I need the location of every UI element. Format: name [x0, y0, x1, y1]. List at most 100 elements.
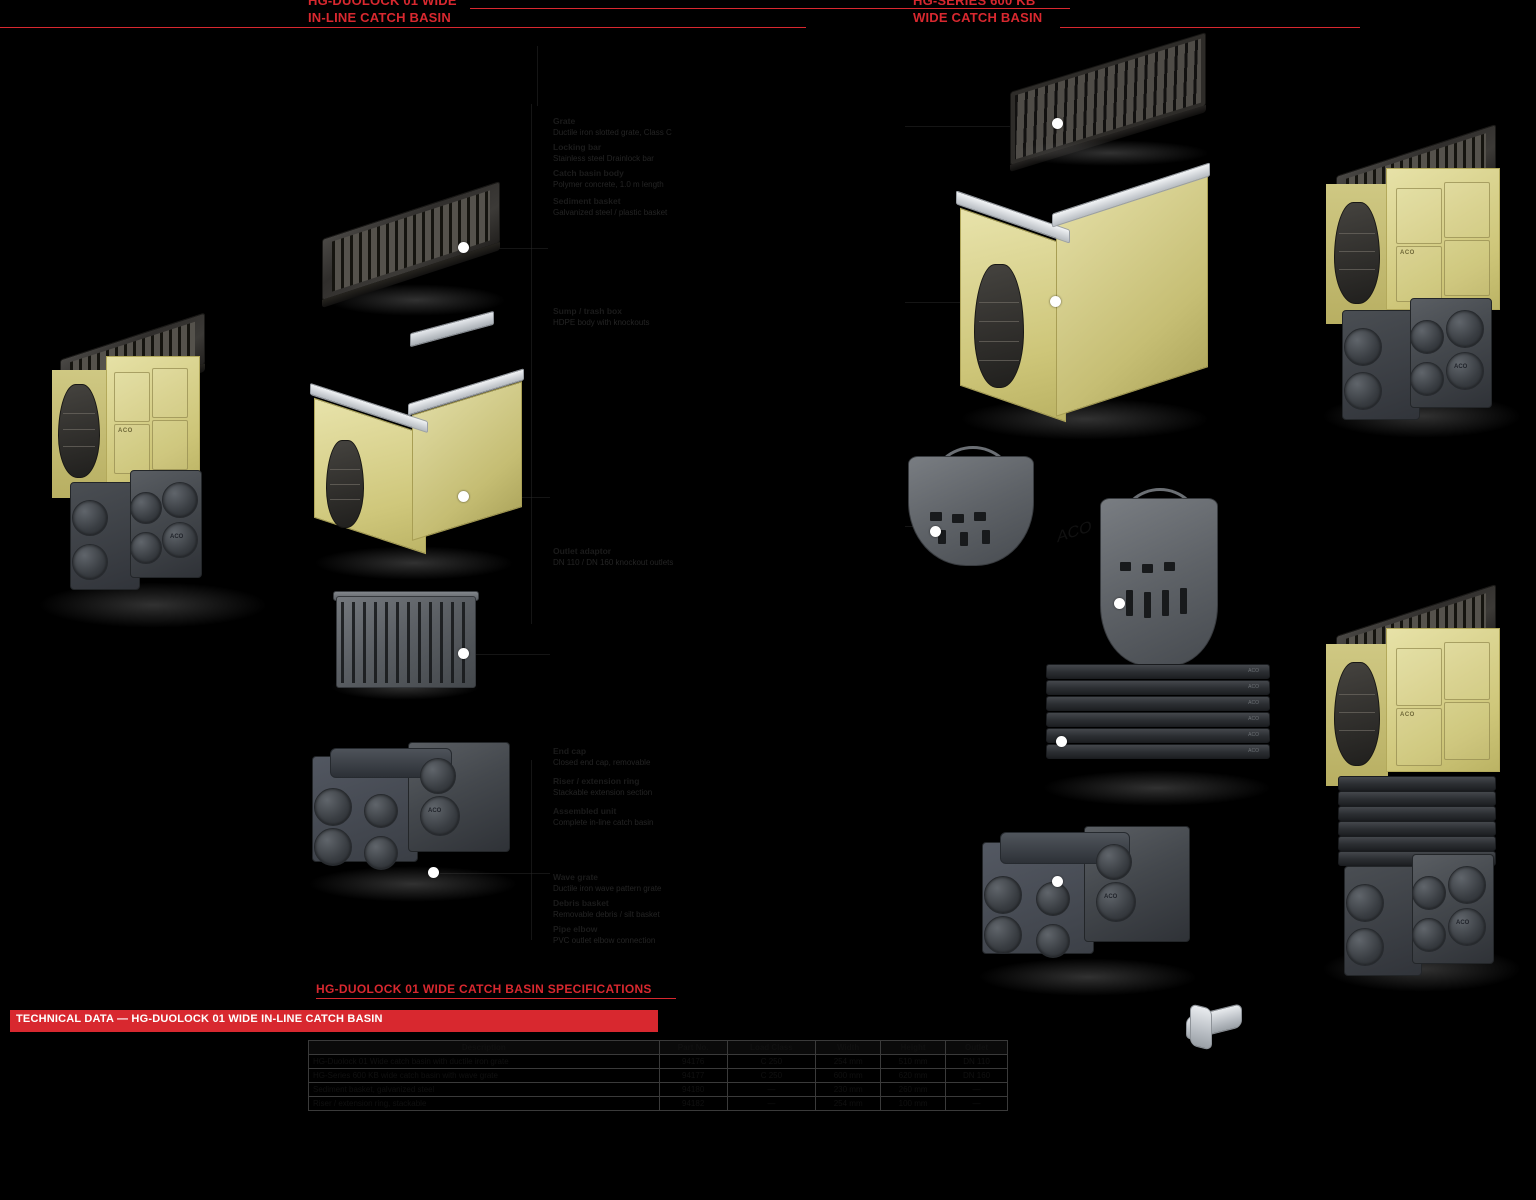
spec-table-title: HG-DUOLOCK 01 WIDE CATCH BASIN SPECIFICA…	[316, 982, 652, 996]
cell-height: 620 mm	[880, 1068, 947, 1083]
table-row: Riser / extension ring, stackable 94182 …	[308, 1096, 1008, 1111]
end-cap	[974, 264, 1024, 388]
header-right-line2: WIDE CATCH BASIN	[913, 10, 1043, 25]
channel-left-dot	[458, 491, 469, 502]
callout-6: Outlet adaptor DN 110 / DN 160 knockout …	[553, 546, 673, 568]
cell-load-class: —	[726, 1096, 817, 1111]
callout-4-title: Sediment basket	[553, 196, 621, 206]
end-cap	[58, 384, 100, 478]
callout-3-title: Catch basin body	[553, 168, 624, 178]
cell-height: 100 mm	[880, 1096, 947, 1111]
leader-wave-grate	[905, 126, 1055, 127]
cell-part-no: 94176	[658, 1054, 728, 1069]
callout-8-title: Riser / extension ring	[553, 776, 640, 786]
header-left-rule-2	[0, 27, 806, 28]
callout-2: Locking bar Stainless steel Drainlock ba…	[553, 142, 654, 164]
callout-2-sub: Stainless steel Drainlock bar	[553, 154, 654, 163]
exploded-grate-left	[316, 181, 516, 350]
callout-10-sub: Ductile iron wave pattern grate	[553, 884, 662, 893]
assembled-unit-wide-upper: ACO ACO	[1322, 124, 1532, 440]
callout-12: Pipe elbow PVC outlet elbow connection	[553, 924, 655, 946]
callout-8-sub: Stackable extension section	[553, 788, 653, 797]
col-outlet: Outlet	[945, 1040, 1008, 1055]
cell-description: Sediment basket, galvanized steel	[308, 1082, 660, 1097]
cell-outlet: —	[945, 1096, 1008, 1111]
callout-bracket-main	[531, 104, 532, 624]
cell-load-class: C 250	[726, 1068, 817, 1083]
spec-table-title-rule	[316, 998, 676, 999]
header-left-line1: HG-DUOLOCK 01 WIDE	[308, 0, 457, 8]
cell-load-class: —	[726, 1082, 817, 1097]
header-right: HG-SERIES 600 KB WIDE CATCH BASIN	[913, 0, 1042, 25]
channel-right-dot	[1050, 296, 1061, 307]
basket-right-lower-dot	[1114, 598, 1125, 609]
callout-4-sub: Galvanized steel / plastic basket	[553, 208, 668, 217]
riser-stack-dot	[1056, 736, 1067, 747]
header-left-rule-1	[470, 8, 1070, 9]
col-height: Height	[880, 1040, 947, 1055]
leader-basket-left	[468, 654, 550, 655]
end-cap	[326, 440, 364, 528]
exploded-channel-left: ACO	[308, 368, 528, 617]
table-row: HG-Duolock 01 Wide catch basin with duct…	[308, 1054, 1008, 1069]
cell-outlet: DN 110	[945, 1054, 1008, 1069]
callout-bracket-lower	[531, 760, 532, 940]
callout-1-sub: Ductile iron slotted grate, Class C	[553, 128, 672, 137]
header-left: HG-DUOLOCK 01 WIDE IN-LINE CATCH BASIN	[308, 0, 457, 25]
table-row: Sediment basket, galvanized steel 94180 …	[308, 1082, 1008, 1097]
callout-3: Catch basin body Polymer concrete, 1.0 m…	[553, 168, 664, 190]
callout-12-sub: PVC outlet elbow connection	[553, 936, 656, 945]
callout-6-title: Outlet adaptor	[553, 546, 612, 556]
callout-5: Sump / trash box HDPE body with knockout…	[553, 306, 650, 328]
header-left-line2: IN-LINE CATCH BASIN	[308, 10, 451, 25]
cell-height: 260 mm	[880, 1082, 947, 1097]
callout-11-title: Debris basket	[553, 898, 609, 908]
grate-left-dot	[458, 242, 469, 253]
assembled-unit-wide-lower: ACO ACO	[1322, 584, 1532, 992]
exploded-sump-right: ACO	[978, 826, 1198, 996]
spec-table-header-row: Description Part No. Load Class Width He…	[308, 1040, 1008, 1055]
basket-right-upper-dot	[930, 526, 941, 537]
grate-icon	[322, 181, 500, 308]
sump-right-dot	[1052, 876, 1063, 887]
callout-10-title: Wave grate	[553, 872, 599, 882]
callout-4: Sediment basket Galvanized steel / plast…	[553, 196, 667, 218]
cell-part-no: 94180	[658, 1082, 728, 1097]
cell-description: HG-Series 600 KB wide catch basin with w…	[308, 1068, 660, 1083]
callout-1: Grate Ductile iron slotted grate, Class …	[553, 116, 672, 138]
sump-left-dot	[428, 867, 439, 878]
cell-part-no: 94177	[658, 1068, 728, 1083]
cell-width: 230 mm	[815, 1082, 882, 1097]
assembled-unit-inline: ACO ACO	[38, 312, 298, 630]
cell-outlet: —	[945, 1082, 1008, 1097]
callout-9-title: Assembled unit	[553, 806, 617, 816]
callout-7-title: End cap	[553, 746, 587, 756]
sump-body: ACO	[70, 470, 202, 600]
callout-9: Assembled unit Complete in-line catch ba…	[553, 806, 654, 828]
riser-stack: ACO ACO ACO ACO ACO ACO	[1042, 664, 1272, 806]
callout-11-sub: Removable debris / silt basket	[553, 910, 660, 919]
col-description: Description	[308, 1040, 660, 1055]
callout-2-title: Locking bar	[553, 142, 602, 152]
exploded-sump-left: ACO	[308, 742, 518, 902]
debris-basket-upper	[908, 446, 1034, 566]
col-width: Width	[815, 1040, 882, 1055]
debris-basket-lower	[1100, 488, 1218, 666]
callout-6-sub: DN 110 / DN 160 knockout outlets	[553, 558, 674, 567]
header-right-rule-1	[880, 8, 920, 9]
callout-7: End cap Closed end cap, removable	[553, 746, 650, 768]
callout-12-title: Pipe elbow	[553, 924, 598, 934]
cell-width: 254 mm	[815, 1096, 882, 1111]
leader-grate-left	[470, 248, 548, 249]
wave-grate-dot	[1052, 118, 1063, 129]
basket-left-dot	[458, 648, 469, 659]
callout-8: Riser / extension ring Stackable extensi…	[553, 776, 652, 798]
catch-basin-body: ACO	[52, 356, 200, 500]
sediment-basket	[330, 591, 480, 700]
spec-table: Description Part No. Load Class Width He…	[308, 1040, 1008, 1111]
pipe-elbow	[1186, 992, 1256, 1051]
callout-3-sub: Polymer concrete, 1.0 m length	[553, 180, 664, 189]
cell-width: 254 mm	[815, 1054, 882, 1069]
cell-description: HG-Duolock 01 Wide catch basin with duct…	[308, 1054, 660, 1069]
